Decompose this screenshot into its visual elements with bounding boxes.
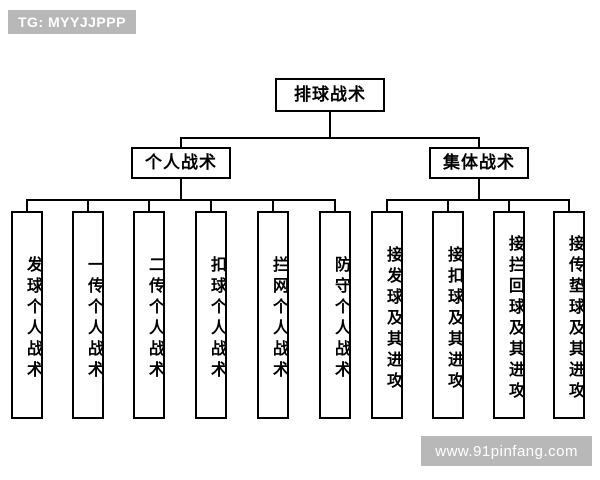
leaf-defense-individual[interactable]: 防守个人战术: [319, 211, 351, 419]
leaf-setting-individual[interactable]: 二传个人战术: [133, 211, 165, 419]
connector-team-drop-4: [568, 199, 570, 213]
watermark-bottom-right: www.91pinfang.com: [421, 436, 592, 466]
connector-drop-individual: [180, 137, 182, 149]
connector-individual-bus: [26, 199, 336, 201]
leaf-block-individual[interactable]: 拦网个人战术: [257, 211, 289, 419]
leaf-spike-reception-attack[interactable]: 接扣球及其进攻: [432, 211, 464, 419]
connector-individual-drop-2: [87, 199, 89, 213]
node-team-tactics[interactable]: 集体战术: [429, 147, 529, 179]
connector-team-bus: [386, 199, 570, 201]
connector-team-drop-1: [386, 199, 388, 213]
connector-team-stem: [478, 177, 480, 201]
connector-root-bus: [180, 137, 480, 139]
connector-team-drop-2: [447, 199, 449, 213]
connector-root-stem: [329, 110, 331, 138]
connector-team-drop-3: [508, 199, 510, 213]
connector-individual-drop-3: [148, 199, 150, 213]
node-root[interactable]: 排球战术: [275, 78, 385, 112]
connector-individual-drop-6: [334, 199, 336, 213]
watermark-top-left: TG: MYYJJPPP: [8, 10, 136, 34]
connector-individual-stem: [180, 177, 182, 201]
leaf-serve-individual[interactable]: 发球个人战术: [11, 211, 43, 419]
node-individual-tactics[interactable]: 个人战术: [131, 147, 231, 179]
connector-individual-drop-5: [272, 199, 274, 213]
leaf-first-pass-individual[interactable]: 一传个人战术: [72, 211, 104, 419]
leaf-serve-reception-attack[interactable]: 接发球及其进攻: [371, 211, 403, 419]
leaf-block-rebound-attack[interactable]: 接拦回球及其进攻: [493, 211, 525, 419]
leaf-spike-individual[interactable]: 扣球个人战术: [195, 211, 227, 419]
connector-individual-drop-1: [26, 199, 28, 213]
leaf-pass-dig-attack[interactable]: 接传垫球及其进攻: [553, 211, 585, 419]
connector-individual-drop-4: [210, 199, 212, 213]
connector-drop-team: [478, 137, 480, 149]
